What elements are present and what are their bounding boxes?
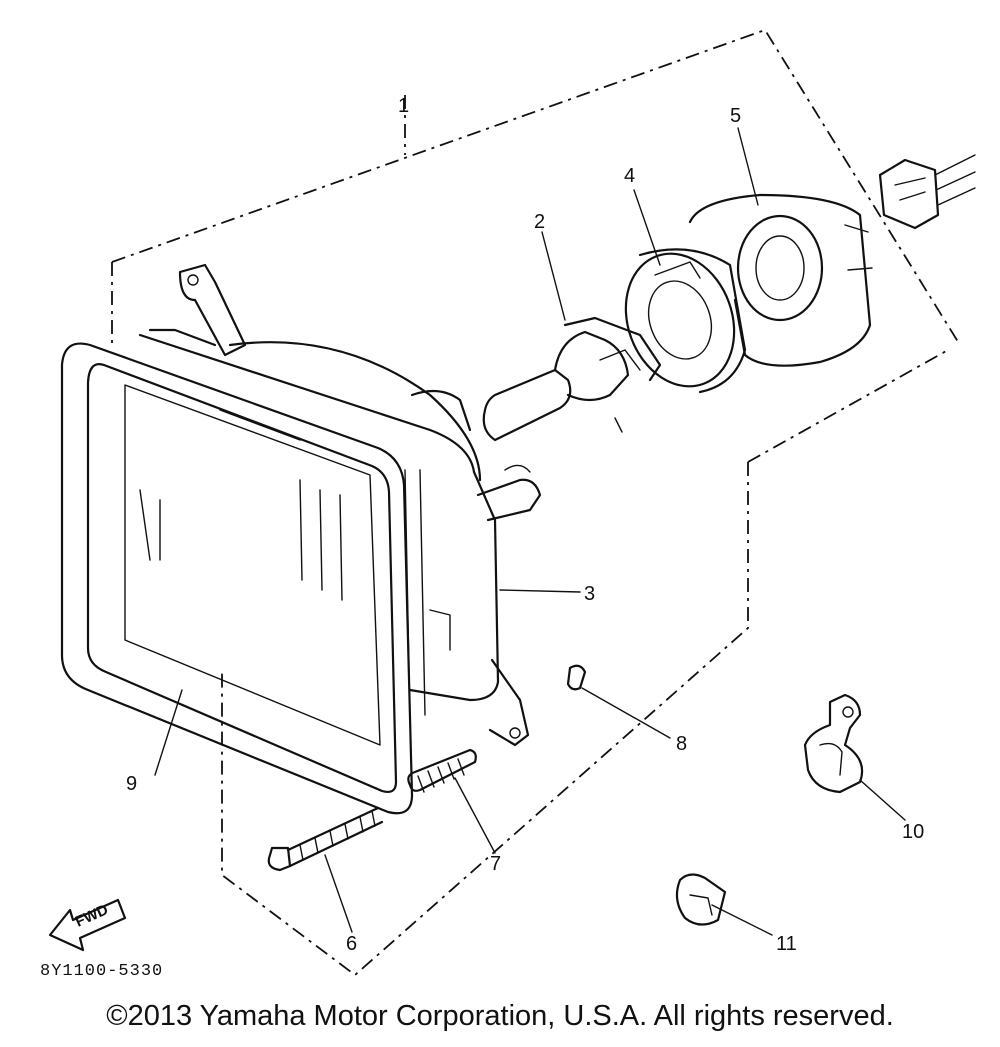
cable-clamp — [803, 693, 864, 794]
callout-1: 1 — [398, 95, 409, 117]
diagram-code: 8Y1100-5330 — [40, 962, 164, 981]
bulb-socket-ring — [624, 248, 747, 394]
wire-clamp — [675, 873, 727, 926]
callout-8: 8 — [676, 733, 687, 755]
leader-lines — [154, 127, 906, 936]
callout-10: 10 — [902, 821, 924, 843]
copyright-notice: ©2013 Yamaha Motor Corporation, U.S.A. A… — [106, 1000, 894, 1032]
callout-9: 9 — [126, 773, 137, 795]
callout-3: 3 — [584, 583, 595, 605]
callout-4: 4 — [624, 165, 635, 187]
callout-5: 5 — [730, 105, 741, 127]
spring — [407, 748, 477, 793]
assembly-outline — [111, 28, 961, 977]
callout-2: 2 — [534, 211, 545, 233]
callout-7: 7 — [490, 853, 501, 875]
sealed-beam-unit — [124, 263, 542, 747]
callout-11: 11 — [776, 933, 797, 955]
bulb-cover-boot — [688, 193, 873, 367]
callout-6: 6 — [346, 933, 357, 955]
headlight-rim — [60, 342, 414, 815]
callout-numbers: 1 2 3 4 5 6 7 8 9 10 11 — [126, 95, 924, 955]
spring-clip — [566, 664, 587, 691]
adjusting-screw — [267, 806, 384, 872]
forward-arrow-icon: FWD — [48, 898, 127, 952]
headlight-bulb — [482, 316, 662, 442]
wire-connector — [878, 154, 976, 230]
